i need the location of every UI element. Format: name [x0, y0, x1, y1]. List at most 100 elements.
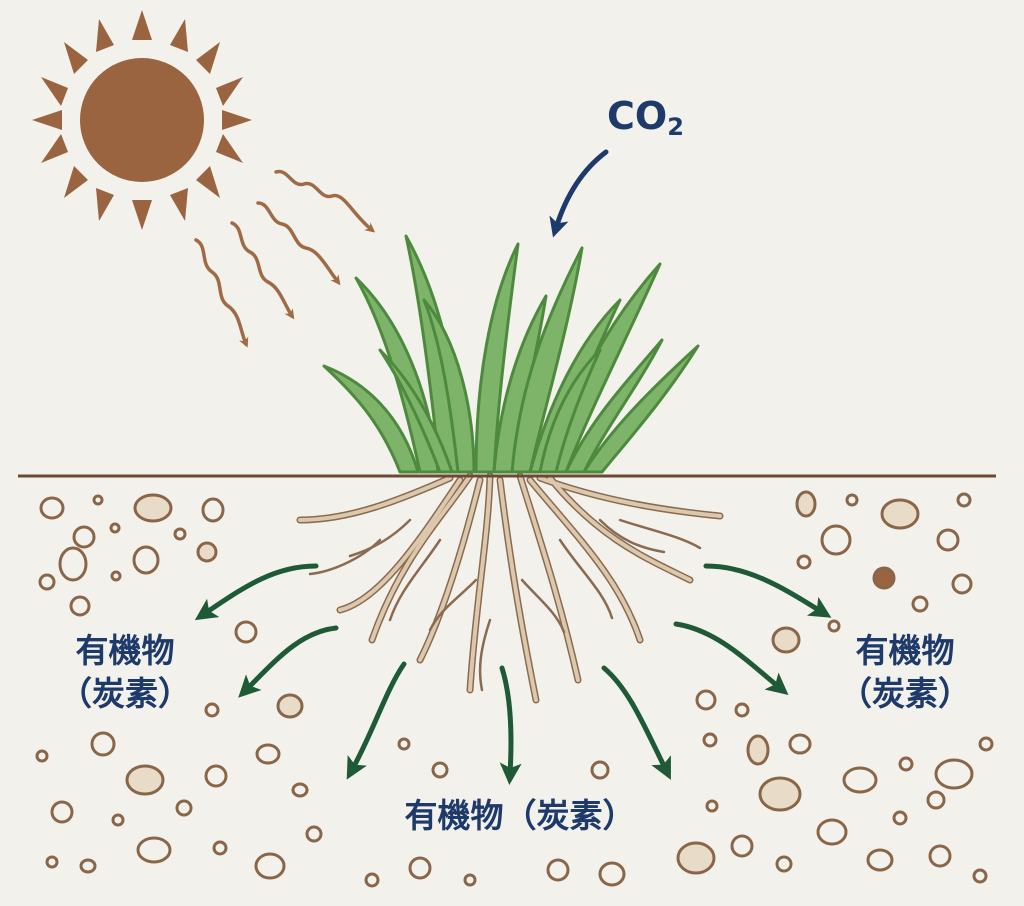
soil-pebble — [276, 693, 304, 719]
soil-pebble — [866, 848, 894, 872]
soil-pebble — [788, 733, 812, 755]
soil-pebble — [956, 492, 972, 508]
root-system — [296, 472, 724, 704]
soil-pebble — [880, 498, 920, 530]
soil-pebble — [695, 689, 717, 711]
soil-pebble — [50, 800, 74, 824]
soil-pebble — [775, 855, 793, 873]
soil-pebble — [892, 810, 908, 826]
soil-pebble — [234, 620, 258, 644]
soil-pebble — [796, 554, 812, 570]
soil-pebble — [734, 702, 750, 718]
soil-pebble — [125, 764, 165, 796]
soil-pebble — [204, 764, 228, 788]
soil-pebble — [133, 493, 173, 523]
soil-pebble — [204, 702, 220, 718]
sunlight-ray-arrow — [256, 201, 341, 286]
soil-pebble — [110, 570, 122, 582]
carbon-flow-arrow — [346, 661, 407, 780]
soil-pebble — [305, 825, 323, 843]
carbon-flow-arrow — [601, 665, 671, 780]
co2-arrow — [549, 149, 609, 238]
soil-pebble — [598, 861, 626, 887]
soil-pebble — [705, 799, 719, 813]
soil-pebble — [38, 573, 56, 591]
soil-pebble — [972, 868, 988, 884]
soil-pebble — [72, 525, 96, 549]
sunlight-ray-arrow — [274, 169, 376, 233]
organic-carbon-label-right: 有機物 （炭素） — [820, 630, 990, 716]
soil-pebble — [69, 595, 91, 617]
soil-pebble — [872, 566, 896, 590]
soil-pebbles — [35, 490, 994, 888]
co2-label-main: CO — [607, 94, 668, 138]
carbon-flow-arrow — [703, 563, 832, 618]
organic-label-line2: （炭素） — [59, 673, 191, 713]
soil-pebble — [771, 626, 801, 654]
soil-pebble — [934, 758, 974, 790]
soil-pebble — [136, 836, 172, 864]
co2-label: CO2 — [607, 92, 684, 141]
soil-pebble — [92, 494, 104, 506]
soil-pebble — [702, 732, 718, 748]
soil-pebble — [397, 737, 411, 751]
soil-pebble — [58, 546, 88, 582]
soil-pebble — [364, 872, 380, 888]
carbon-flow-arrow — [673, 621, 789, 695]
soil-pebble — [212, 840, 228, 856]
soil-pebble — [254, 852, 286, 880]
soil-pebble — [936, 528, 960, 552]
organic-label-line1: 有機物 — [855, 631, 955, 670]
carbon-flow-arrow — [238, 625, 339, 698]
soil-pebble — [842, 766, 878, 794]
organic-label-line1: 有機物 — [75, 631, 175, 670]
soil-pebble — [845, 493, 859, 507]
soil-pebble — [111, 813, 125, 827]
co2-label-subscript: 2 — [667, 113, 684, 141]
soil-pebble — [175, 799, 193, 817]
soil-pebble — [431, 761, 449, 779]
soil-pebble — [730, 834, 754, 858]
soil-pebble — [590, 760, 610, 780]
organic-carbon-label-left: 有機物 （炭素） — [40, 630, 210, 716]
soil-pebble — [820, 524, 852, 556]
soil-pebble — [255, 743, 281, 765]
soil-pebble — [109, 522, 121, 534]
soil-pebble — [951, 573, 973, 595]
soil-pebble — [132, 545, 160, 575]
soil-pebble — [546, 858, 570, 882]
soil-pebble — [196, 541, 218, 563]
soil-pebble — [90, 731, 116, 757]
soil-pebble — [676, 841, 716, 875]
soil-pebble — [408, 856, 432, 880]
soil-pebble — [898, 756, 914, 772]
soil-pebble — [827, 619, 841, 633]
soil-pebble — [795, 490, 817, 518]
soil-pebble — [978, 736, 994, 752]
soil-pebble — [926, 790, 946, 810]
soil-pebble — [173, 527, 187, 541]
soil-pebble — [39, 496, 65, 520]
carbon-flow-arrow — [194, 563, 319, 621]
soil-pebble — [816, 818, 848, 846]
organic-label-line2: （炭素） — [839, 673, 971, 713]
soil-pebble — [746, 734, 770, 766]
soil-pebble — [928, 844, 952, 868]
sunlight-ray-arrow — [194, 238, 249, 348]
soil-pebble — [291, 782, 309, 798]
organic-carbon-label-bottom: 有機物（炭素） — [404, 796, 636, 835]
sun-icon — [32, 10, 252, 230]
soil-pebble — [911, 595, 929, 613]
carbon-flow-arrows — [194, 563, 832, 785]
soil-pebble — [758, 776, 802, 812]
soil-pebble — [463, 873, 477, 887]
carbon-flow-arrow — [499, 665, 522, 785]
soil-pebble — [201, 497, 225, 523]
sunlight-ray-arrow — [230, 221, 295, 320]
soil-pebble — [45, 855, 59, 869]
soil-pebble — [79, 858, 97, 874]
grass-plant — [322, 234, 700, 474]
sunlight-ray-arrows — [194, 169, 376, 348]
